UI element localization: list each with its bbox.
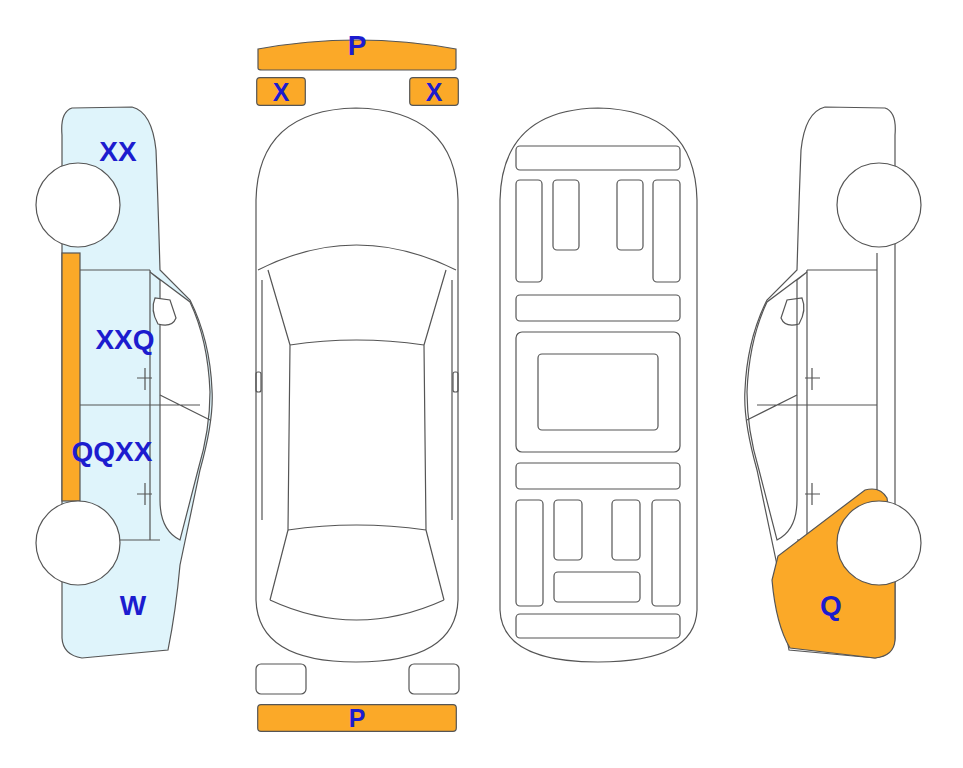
top-mirror-left — [256, 372, 261, 392]
damage-code: P — [348, 32, 367, 60]
right-rear-region: Q — [772, 487, 896, 660]
front-bumper: P — [257, 37, 457, 71]
left-side-region: XX XXQ QQXX W — [62, 107, 212, 660]
damage-code: P — [349, 706, 366, 731]
right-window — [747, 272, 807, 540]
left-door-lines — [80, 270, 210, 540]
damage-code: Q — [820, 592, 842, 620]
right-mirror — [781, 298, 804, 325]
right-rear-wheel — [837, 501, 921, 585]
top-mirror-right — [453, 372, 458, 392]
left-mirror — [153, 298, 176, 325]
node-fill — [258, 705, 457, 732]
damage-code: QQXX — [72, 438, 153, 466]
top-side-lines — [262, 280, 452, 520]
top-body — [256, 108, 458, 662]
left-rear-wheel — [36, 501, 120, 585]
under-body — [500, 108, 697, 662]
car-outlines — [36, 107, 921, 694]
front-corner-pad: X — [256, 77, 306, 106]
right-front-wheel — [837, 163, 921, 247]
damage-code: X — [426, 80, 443, 105]
left-front-wheel — [36, 163, 120, 247]
node-fill — [257, 78, 306, 106]
top-hood-lines — [258, 245, 456, 620]
rear-bumper: P — [257, 704, 457, 732]
left-handles — [137, 368, 152, 505]
under-panels — [516, 146, 680, 638]
right-handles — [805, 368, 820, 505]
node-fill — [410, 78, 459, 106]
damage-code: W — [120, 592, 146, 620]
damage-code: XXQ — [95, 326, 154, 354]
damage-code: X — [273, 80, 290, 105]
front-corner-pad: X — [409, 77, 459, 106]
rear-pad-left — [256, 664, 306, 694]
left-window — [150, 272, 210, 540]
rear-pad-right — [409, 664, 459, 694]
damage-code: XX — [99, 138, 136, 166]
